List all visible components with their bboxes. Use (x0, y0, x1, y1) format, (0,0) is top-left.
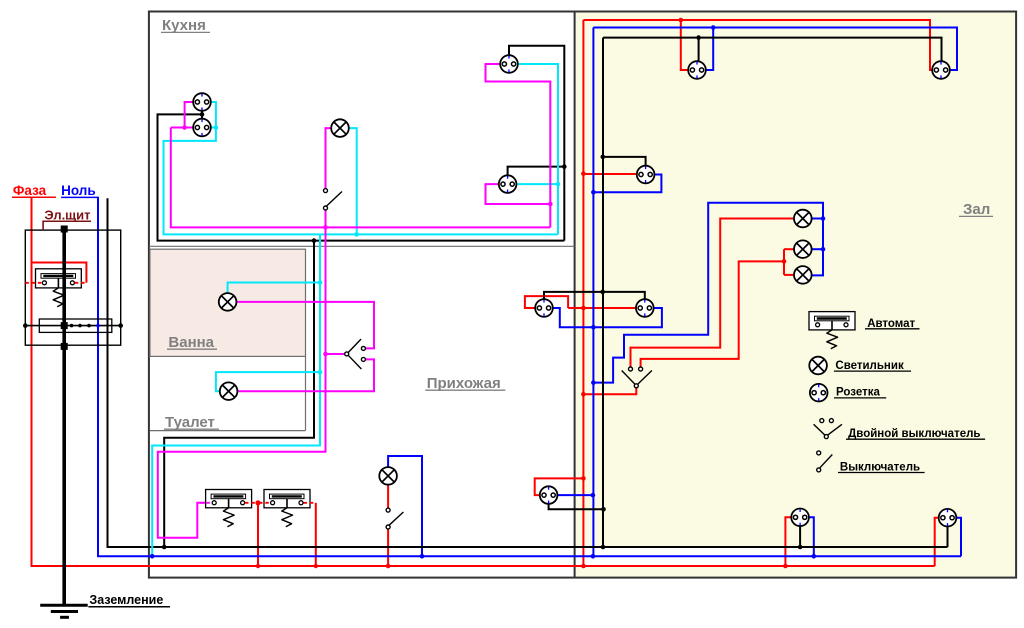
svg-text:Светильник: Светильник (835, 360, 904, 372)
svg-text:Двойной выключатель: Двойной выключатель (848, 428, 980, 440)
svg-text:Ванна: Ванна (168, 334, 214, 351)
svg-text:Фаза: Фаза (13, 183, 47, 198)
svg-text:Эл.щит: Эл.щит (44, 208, 90, 223)
svg-text:Розетка: Розетка (836, 387, 880, 399)
svg-text:Прихожая: Прихожая (427, 375, 501, 392)
svg-text:Выключатель: Выключатель (840, 462, 920, 474)
svg-text:Зал: Зал (963, 201, 990, 218)
svg-text:Кухня: Кухня (162, 17, 206, 34)
svg-text:Ноль: Ноль (61, 183, 96, 198)
svg-text:Автомат: Автомат (867, 318, 915, 330)
svg-text:Заземление: Заземление (89, 593, 163, 607)
svg-text:Туалет: Туалет (165, 414, 215, 431)
